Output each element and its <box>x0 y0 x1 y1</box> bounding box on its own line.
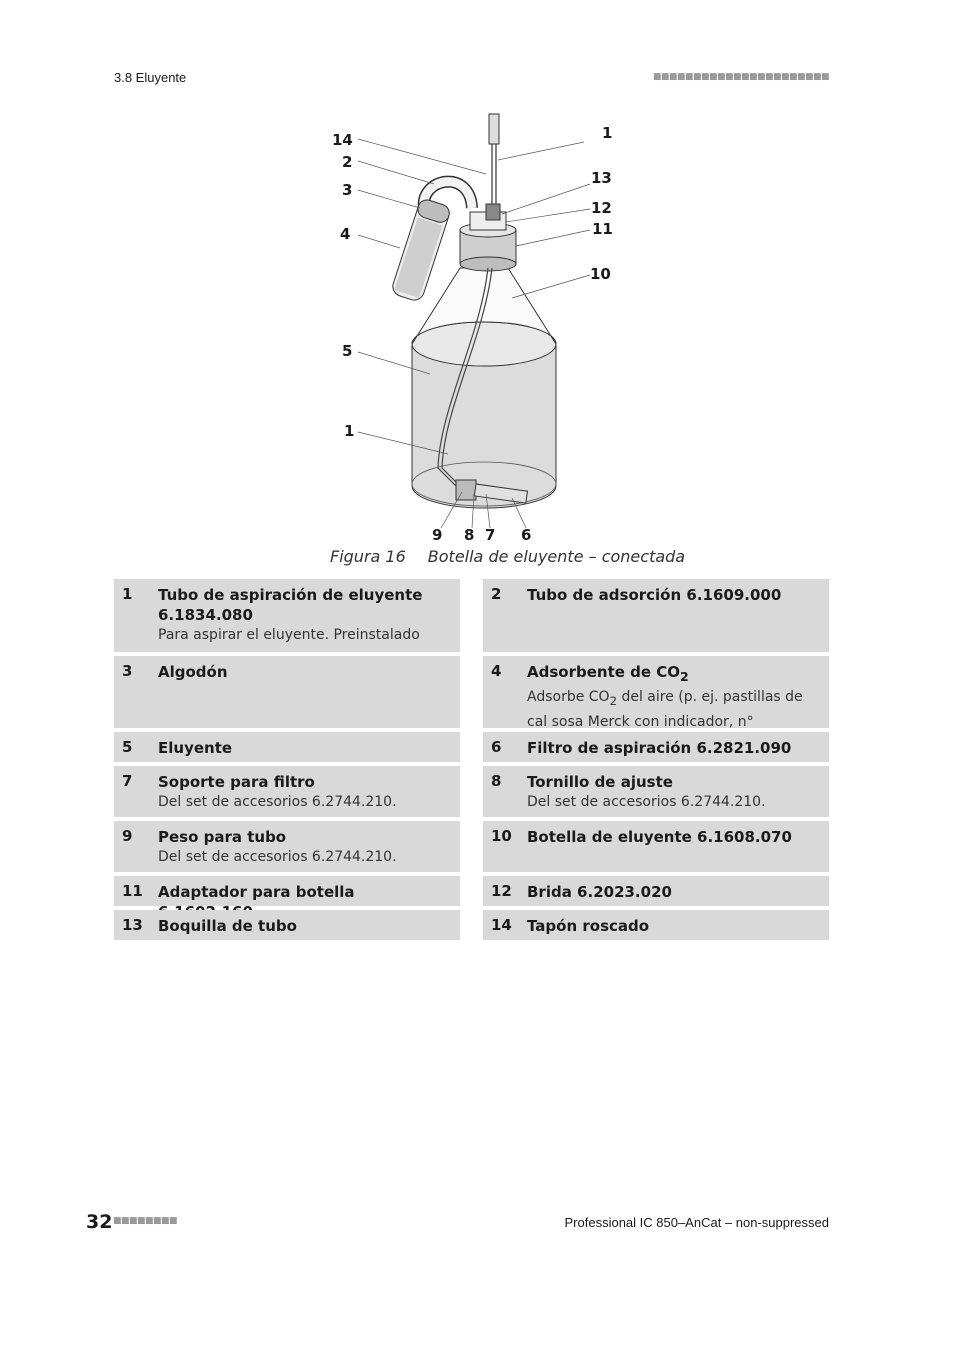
eluent-bottle-figure: 14 2 3 4 5 1 1 13 12 11 10 9 8 7 6 <box>320 108 640 548</box>
legend-item-2: 2 Tubo de adsorción 6.1609.000 <box>483 579 829 652</box>
legend-item-12: 12 Brida 6.2023.020 <box>483 876 829 906</box>
callout-11: 11 <box>592 220 613 238</box>
legend-item-4: 4 Adsorbente de CO2 Adsorbe CO2 del aire… <box>483 656 829 751</box>
callout-2: 2 <box>342 153 352 171</box>
legend-row: 3 Algodón 4 Adsorbente de CO2 Adsorbe CO… <box>114 656 829 751</box>
legend-row: 13 Boquilla de tubo 14 Tapón roscado <box>114 910 829 940</box>
legend-row: 5 Eluyente 6 Filtro de aspiración 6.2821… <box>114 732 829 762</box>
legend-row: 11 Adaptador para botella 6.1602.160 12 … <box>114 876 829 921</box>
legend-table: 1 Tubo de aspiración de eluyente 6.1834.… <box>114 579 829 944</box>
callout-10: 10 <box>590 265 611 283</box>
footer-decoration: ■■■■■■■■ <box>113 1216 178 1226</box>
header-decoration: ■■■■■■■■■■■■■■■■■■■■■■ <box>652 72 830 82</box>
legend-item-1: 1 Tubo de aspiración de eluyente 6.1834.… <box>114 579 460 652</box>
legend-item-14: 14 Tapón roscado <box>483 910 829 940</box>
callout-3: 3 <box>342 181 352 199</box>
legend-item-5: 5 Eluyente <box>114 732 460 762</box>
callout-1-upper: 1 <box>602 124 612 142</box>
callout-14: 14 <box>332 131 353 149</box>
legend-item-10: 10 Botella de eluyente 6.1608.070 <box>483 821 829 872</box>
callout-13: 13 <box>591 169 612 187</box>
callout-5: 5 <box>342 342 352 360</box>
callout-9: 9 <box>432 526 442 544</box>
callout-4: 4 <box>340 225 350 243</box>
legend-item-6: 6 Filtro de aspiración 6.2821.090 <box>483 732 829 762</box>
document-title: Professional IC 850–AnCat – non-suppress… <box>564 1215 830 1230</box>
legend-row: 1 Tubo de aspiración de eluyente 6.1834.… <box>114 579 829 652</box>
co2-absorber-cartridge <box>392 199 450 301</box>
section-header: 3.8 Eluyente <box>114 70 187 85</box>
bottle-shoulder <box>411 267 557 346</box>
callout-1-lower: 1 <box>344 422 354 440</box>
caption-text: Botella de eluyente – conectada <box>427 547 686 566</box>
callout-12: 12 <box>591 199 612 217</box>
legend-item-3: 3 Algodón <box>114 656 460 728</box>
callout-6: 6 <box>521 526 531 544</box>
caption-number: Figura 16 <box>330 547 406 566</box>
page-number: 32 <box>86 1211 113 1233</box>
callout-7: 7 <box>485 526 495 544</box>
legend-item-11: 11 Adaptador para botella 6.1602.160 <box>114 876 460 921</box>
figure-caption: Figura 16 Botella de eluyente – conectada <box>330 547 685 566</box>
legend-item-13: 13 Boquilla de tubo <box>114 910 460 940</box>
callout-8: 8 <box>464 526 474 544</box>
bottle-body <box>411 343 557 509</box>
